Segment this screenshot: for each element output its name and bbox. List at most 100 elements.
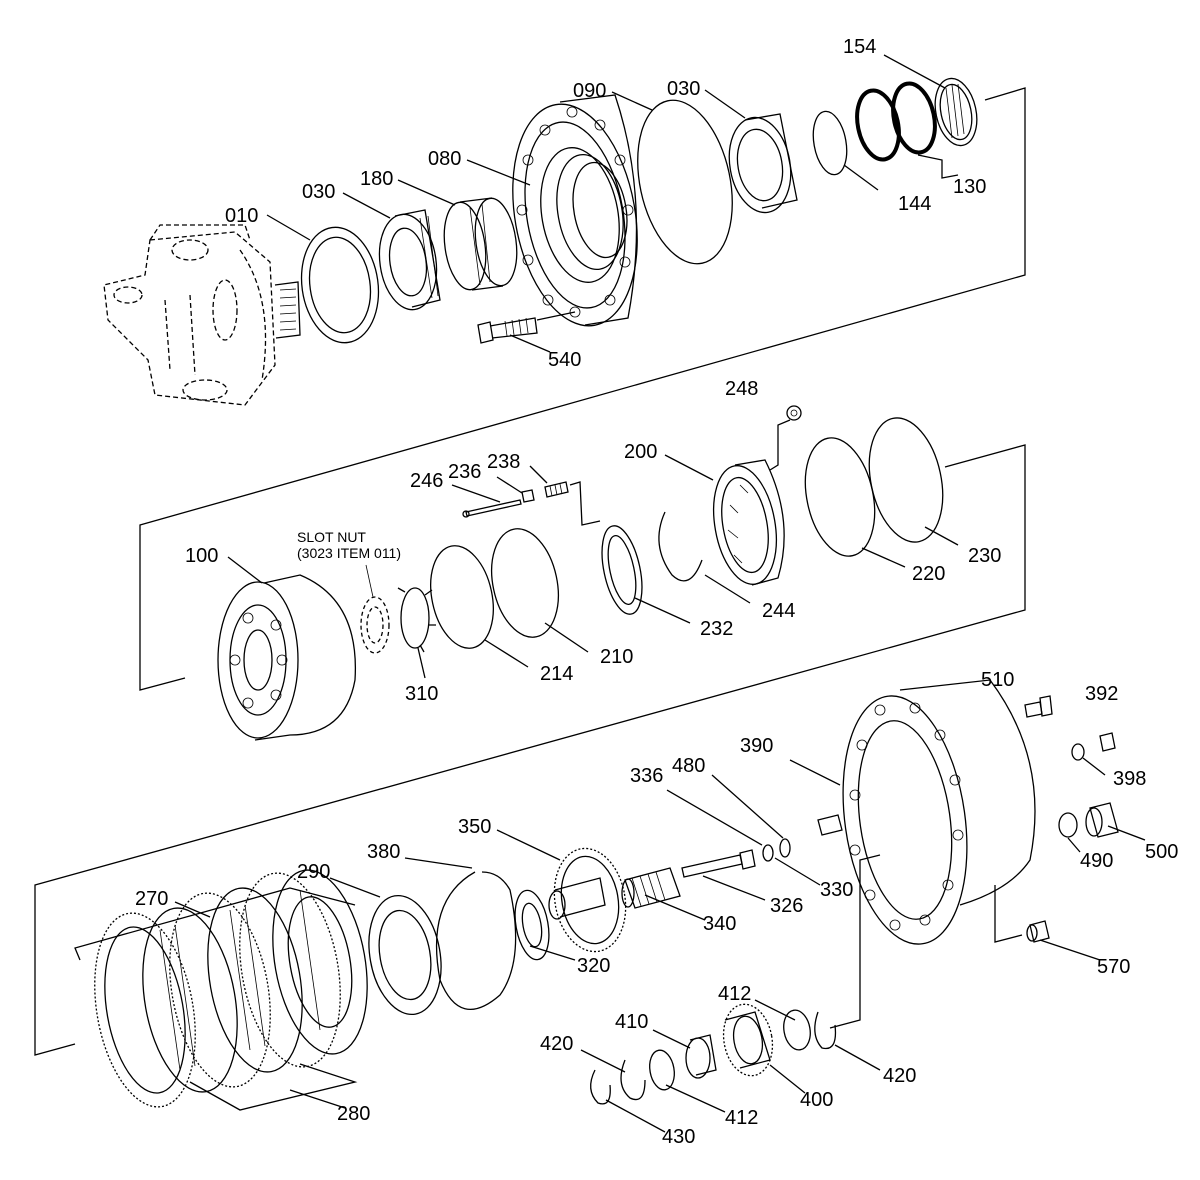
- callout-330: 330: [820, 879, 853, 901]
- callout-230: 230: [968, 545, 1001, 567]
- callout-310: 310: [405, 683, 438, 705]
- part-200-brake-piston: [713, 419, 791, 586]
- callout-270: 270: [135, 888, 168, 910]
- part-390-housing: [829, 679, 1036, 1029]
- callout-430: 430: [662, 1126, 695, 1148]
- callout-290: 290: [297, 861, 330, 883]
- part-392-plug: [1099, 732, 1116, 752]
- part-330-washer: [762, 844, 774, 862]
- callout-214: 214: [540, 663, 573, 685]
- part-180-bushing: [443, 197, 518, 291]
- callout-320: 320: [577, 955, 610, 977]
- callout-154: 154: [843, 36, 876, 58]
- part-090-o-ring: [637, 99, 733, 265]
- callout-280: 280: [337, 1103, 370, 1125]
- part-100-planet-carrier: [217, 574, 357, 741]
- part-398-o-ring: [1071, 743, 1085, 761]
- part-210-o-ring: [491, 528, 559, 638]
- slot-nut-reference: [360, 564, 390, 654]
- part-380-snap-ring: [435, 871, 517, 1011]
- part-232-plate: [601, 525, 643, 615]
- part-238-spring: [544, 481, 601, 526]
- part-248-nut: [786, 405, 802, 421]
- part-412-washer-front: [649, 1049, 675, 1091]
- part-350-sun-gear: [548, 847, 627, 953]
- callout-130: 130: [953, 176, 986, 198]
- callout-080: 080: [428, 148, 461, 170]
- part-510-bolt: [1024, 695, 1053, 718]
- part-540-stud: [477, 311, 576, 344]
- callout-244: 244: [762, 600, 795, 622]
- slot-nut-note-line1: SLOT NUT: [297, 529, 366, 545]
- callout-030-lower: 030: [302, 181, 335, 203]
- callout-412-lower: 412: [725, 1107, 758, 1129]
- part-420-snap-ring-front: [620, 1059, 646, 1101]
- callout-350: 350: [458, 816, 491, 838]
- callout-412-upper: 412: [718, 983, 751, 1005]
- callout-238: 238: [487, 451, 520, 473]
- callout-570: 570: [1097, 956, 1130, 978]
- callout-380: 380: [367, 841, 400, 863]
- part-030-bearing-cup: [728, 113, 798, 214]
- part-270-280-disc-pack: [74, 869, 368, 1111]
- callout-100: 100: [185, 545, 218, 567]
- callout-480: 480: [672, 755, 705, 777]
- callout-090: 090: [573, 80, 606, 102]
- part-030-bearing-cone: [378, 209, 441, 311]
- callout-340: 340: [703, 913, 736, 935]
- part-326-bolt: [681, 849, 756, 878]
- callout-labels: 154 090 030 080 180 030 010 130 144 540 …: [135, 36, 1178, 1148]
- callout-398: 398: [1113, 768, 1146, 790]
- part-154-thrust-washer: [934, 77, 978, 147]
- part-410-bearing: [685, 1034, 717, 1079]
- leader-lines: [174, 54, 1146, 1133]
- part-340-spline-shaft: [621, 867, 681, 909]
- part-220-o-ring: [804, 437, 876, 557]
- part-500-plug: [1085, 802, 1119, 838]
- callout-030-upper: 030: [667, 78, 700, 100]
- callout-236: 236: [448, 461, 481, 483]
- callout-390: 390: [740, 735, 773, 757]
- callout-220: 220: [912, 563, 945, 585]
- callout-420-left: 420: [540, 1033, 573, 1055]
- steering-knuckle: [103, 224, 301, 406]
- callout-420-right: 420: [883, 1065, 916, 1087]
- part-400-planet-gear: [722, 1003, 774, 1077]
- part-244-snap-ring: [658, 511, 703, 582]
- part-010-seal: [300, 226, 380, 344]
- part-290-washer: [368, 894, 442, 1016]
- part-320-lock-washer: [514, 889, 550, 961]
- callout-232: 232: [700, 618, 733, 640]
- callout-392: 392: [1085, 683, 1118, 705]
- callout-510: 510: [981, 669, 1014, 691]
- part-480-washer: [779, 838, 791, 858]
- callout-248: 248: [725, 378, 758, 400]
- callout-180: 180: [360, 168, 393, 190]
- part-130-shims: [855, 81, 937, 162]
- callout-410: 410: [615, 1011, 648, 1033]
- part-310-tab-washer: [397, 587, 436, 653]
- row-frames: [34, 87, 1026, 1056]
- part-390-shim: [817, 814, 843, 836]
- callout-210: 210: [600, 646, 633, 668]
- part-236-nut: [521, 489, 535, 503]
- callout-400: 400: [800, 1089, 833, 1111]
- part-144-snap-ring: [812, 110, 848, 176]
- callout-010: 010: [225, 205, 258, 227]
- callout-500: 500: [1145, 841, 1178, 863]
- callout-336: 336: [630, 765, 663, 787]
- part-214-o-ring: [430, 545, 494, 649]
- callout-540: 540: [548, 349, 581, 371]
- part-570-plug: [1026, 920, 1050, 943]
- part-080-hub: [512, 94, 638, 327]
- part-420-snap-ring-rear: [814, 1011, 837, 1050]
- part-490-o-ring: [1058, 812, 1078, 838]
- callout-326: 326: [770, 895, 803, 917]
- part-246-pin: [462, 499, 522, 518]
- part-230-o-ring: [868, 417, 944, 543]
- callout-200: 200: [624, 441, 657, 463]
- callout-144: 144: [898, 193, 931, 215]
- slot-nut-note-line2: (3023 ITEM 011): [297, 545, 401, 561]
- part-430-snap-ring: [590, 1069, 611, 1105]
